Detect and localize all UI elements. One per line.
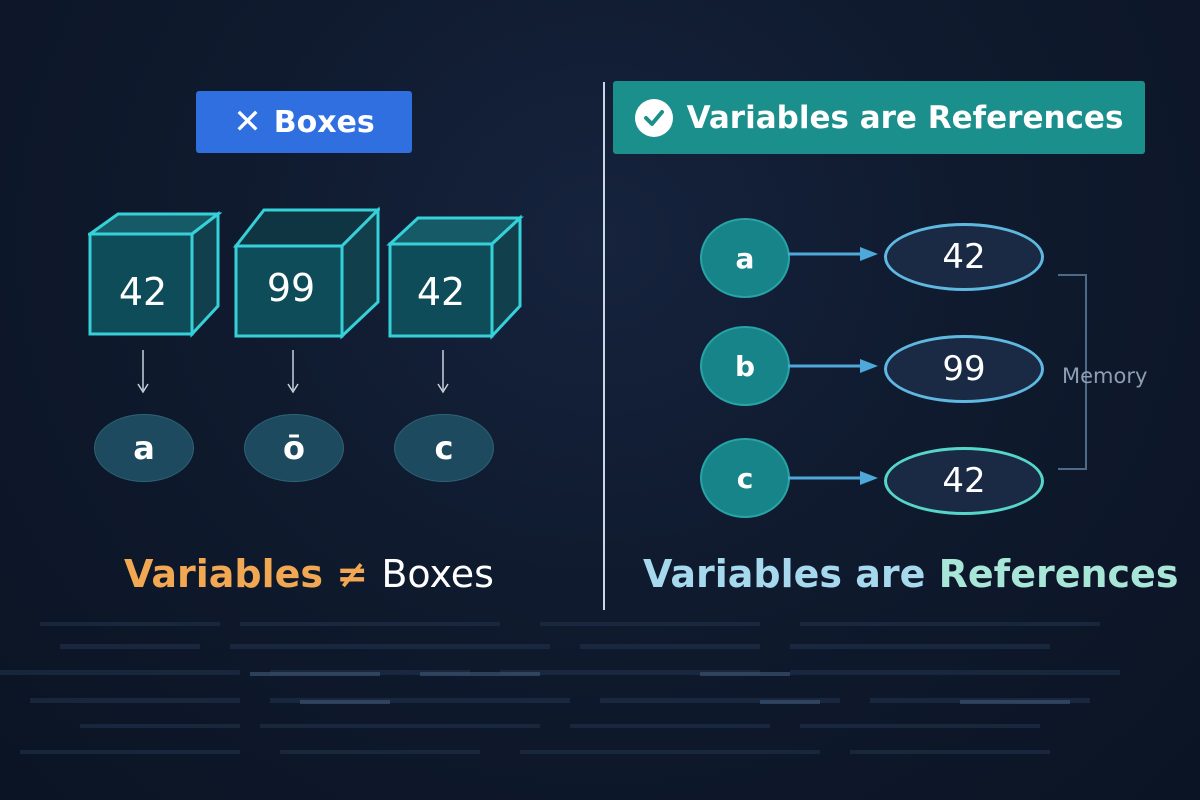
left-caption-part1: Variables ≠ [124,552,369,596]
variable-b: ō [244,414,344,482]
box-cube [88,210,222,338]
variable-a: a [94,414,194,482]
left-caption: Variables ≠ Boxes [124,552,494,596]
background-code-texture [0,622,1120,754]
check-circle-icon [634,98,673,137]
references-badge-label: Variables are References [686,99,1124,136]
right-caption-part1: Variables are [643,552,926,596]
boxes-badge-label: Boxes [273,104,375,140]
memory-value-42: 42 [884,447,1044,515]
right-arrow-icon [788,247,878,261]
box-value: 99 [266,266,316,310]
box-value: 42 [416,270,466,314]
boxes-badge: ✕ Boxes [196,91,412,153]
memory-value-42: 42 [884,223,1044,291]
variable-c: c [394,414,494,482]
right-caption: Variables are References [643,552,1178,596]
x-icon: ✕ [233,102,262,142]
box-cube [232,206,380,340]
box-cube [386,214,524,340]
right-arrow-icon [788,359,878,373]
right-caption-part2: References [938,552,1179,596]
references-badge: Variables are References [613,81,1145,154]
reference-variable-c: c [700,438,790,518]
memory-bracket [1058,274,1087,470]
box-value: 42 [118,270,168,314]
memory-value-99: 99 [884,335,1044,403]
panel-divider [603,82,605,610]
reference-variable-b: b [700,326,790,406]
memory-label: Memory [1062,364,1148,388]
left-caption-part2: Boxes [381,552,494,596]
down-arrow-icon [437,350,449,394]
down-arrow-icon [137,350,149,394]
down-arrow-icon [287,350,299,394]
reference-variable-a: a [700,218,790,298]
right-arrow-icon [788,471,878,485]
